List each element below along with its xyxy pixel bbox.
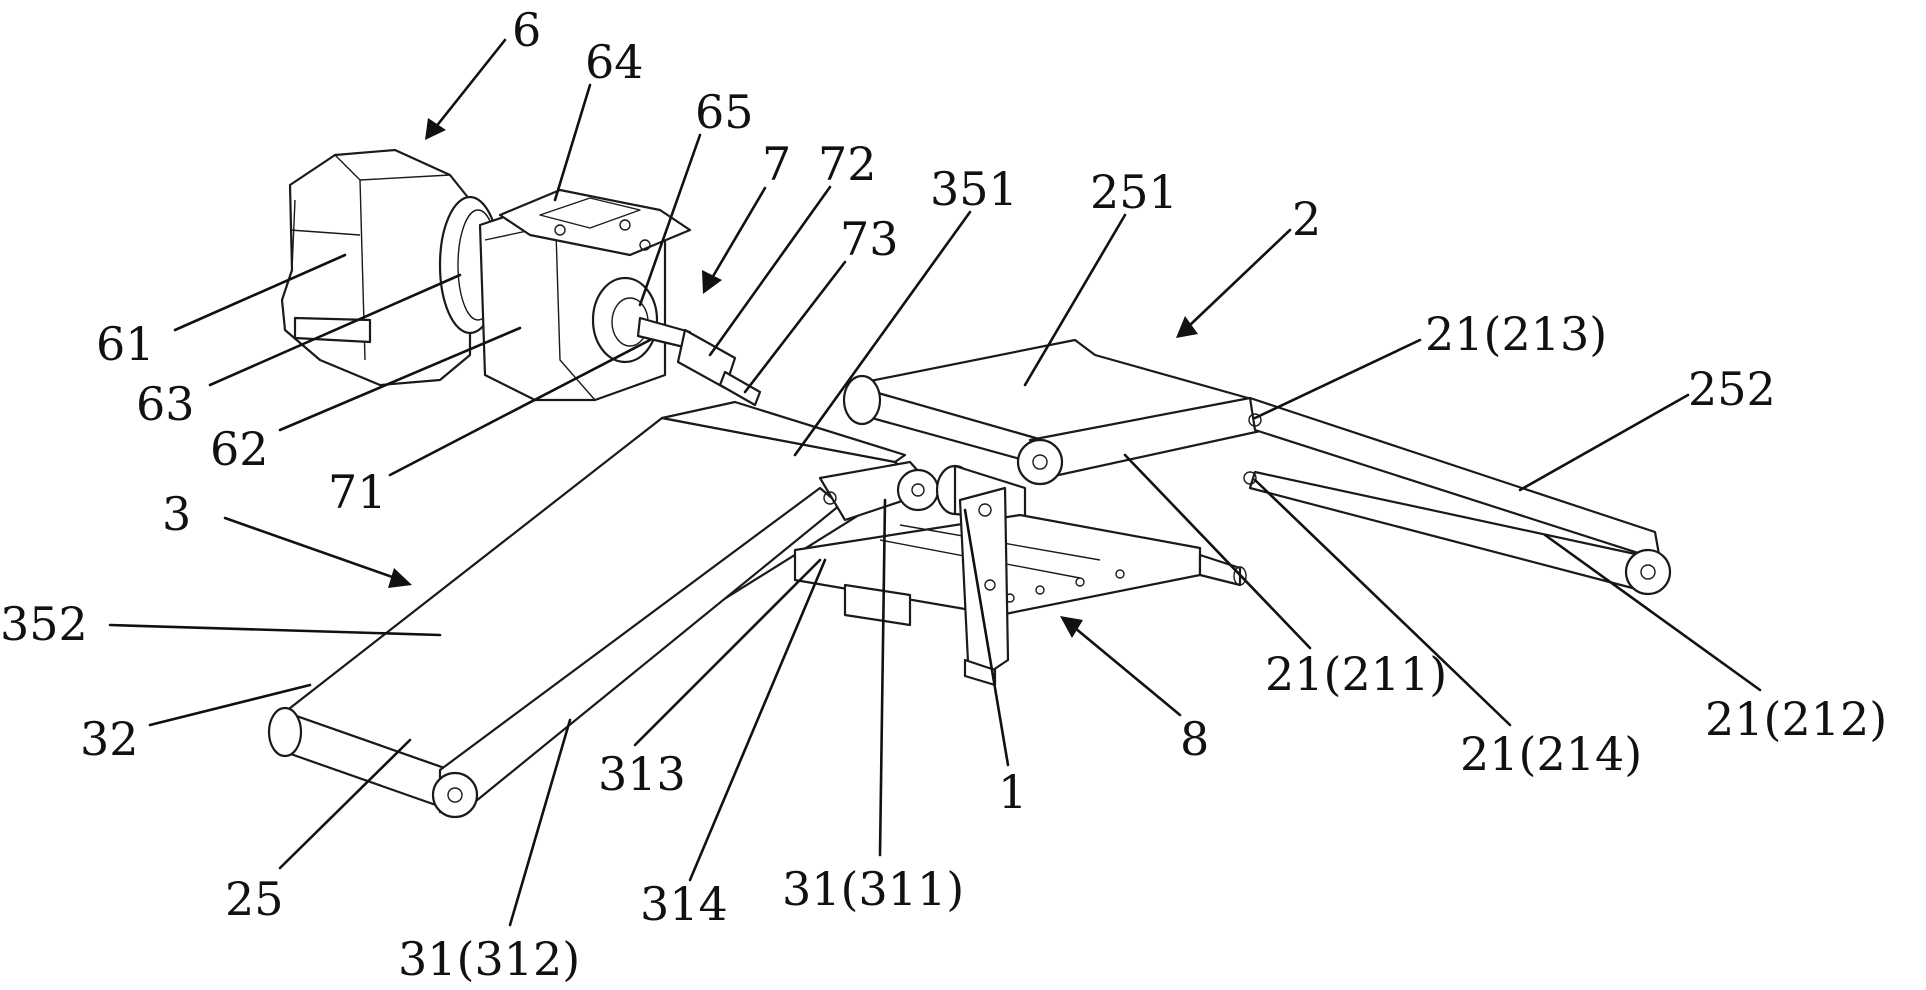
label-21-214: 21(214): [1460, 727, 1642, 781]
label-63: 63: [136, 377, 195, 431]
label-62: 62: [210, 422, 269, 476]
label-21-213: 21(213): [1425, 307, 1607, 361]
label-64: 64: [585, 35, 644, 89]
belt-top-351: [660, 400, 907, 464]
label-65: 65: [695, 85, 754, 139]
label-251: 251: [1090, 165, 1178, 219]
conveyor-3: [267, 400, 940, 819]
label-21-212: 21(212): [1705, 692, 1887, 746]
central-frame: [793, 464, 1247, 687]
label-3: 3: [162, 487, 191, 541]
gearbox-top: [498, 188, 692, 257]
label-72: 72: [818, 137, 877, 191]
label-352: 352: [0, 597, 88, 651]
label-6: 6: [512, 3, 541, 57]
label-8: 8: [1180, 712, 1209, 766]
label-314: 314: [640, 877, 728, 931]
label-32: 32: [80, 712, 139, 766]
label-2: 2: [1292, 192, 1321, 246]
label-252: 252: [1688, 362, 1776, 416]
label-351: 351: [930, 162, 1018, 216]
label-1: 1: [998, 765, 1027, 819]
label-71: 71: [328, 465, 387, 519]
vertical-plate-1: [958, 486, 1010, 674]
label-73: 73: [840, 212, 899, 266]
label-31-312: 31(312): [398, 932, 580, 986]
callout-labels: 6 64 65 7 72 73 351 251 2 21(213) 252 61…: [0, 3, 1887, 986]
label-7: 7: [762, 137, 791, 191]
drive-shaft-73: [718, 370, 762, 407]
label-61: 61: [96, 317, 155, 371]
conveyor-2: [842, 338, 1672, 596]
label-31-311: 31(311): [782, 862, 964, 916]
label-21-211: 21(211): [1265, 647, 1447, 701]
motor-assembly: [280, 148, 762, 407]
label-25: 25: [225, 872, 284, 926]
leader-lines: [108, 38, 1762, 927]
label-313: 313: [598, 747, 686, 801]
